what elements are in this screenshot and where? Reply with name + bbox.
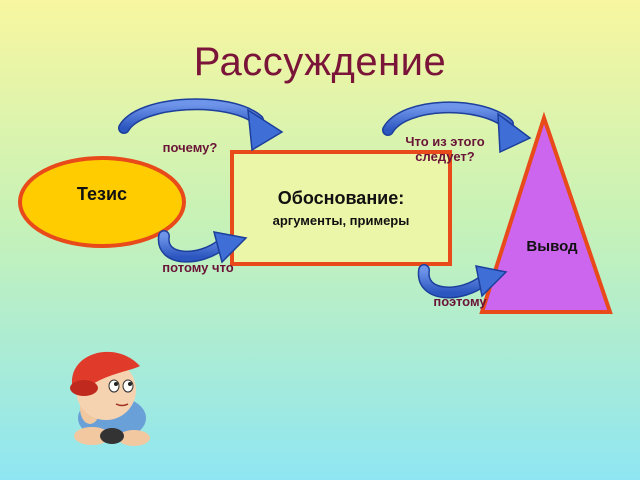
curved-arrow-because — [157, 230, 248, 264]
justification-text: Обоснование: аргументы, примеры — [232, 152, 450, 264]
label-what-follows: Что из этого следует? — [380, 134, 510, 164]
justification-box — [230, 150, 452, 266]
label-why: почему? — [162, 140, 218, 155]
curved-arrow-therefore — [417, 264, 508, 299]
justification-subtitle: аргументы, примеры — [272, 213, 410, 228]
conclusion-triangle — [479, 111, 613, 314]
conclusion-label: Вывод — [526, 238, 578, 255]
thesis-ellipse — [18, 156, 186, 248]
label-what-follows-line2: следует? — [415, 149, 475, 164]
label-because: потому что — [162, 260, 234, 275]
curved-arrow-why — [118, 98, 284, 152]
label-therefore: поэтому — [433, 294, 487, 309]
justification-title: Обоснование: — [277, 188, 405, 208]
curved-arrow-what-follows — [382, 101, 532, 154]
thinking-boy-illustration — [70, 351, 150, 446]
label-what-follows-line1: Что из этого — [405, 134, 485, 149]
slide-title: Рассуждение — [193, 40, 447, 84]
thesis-label: Тезис — [76, 184, 128, 204]
